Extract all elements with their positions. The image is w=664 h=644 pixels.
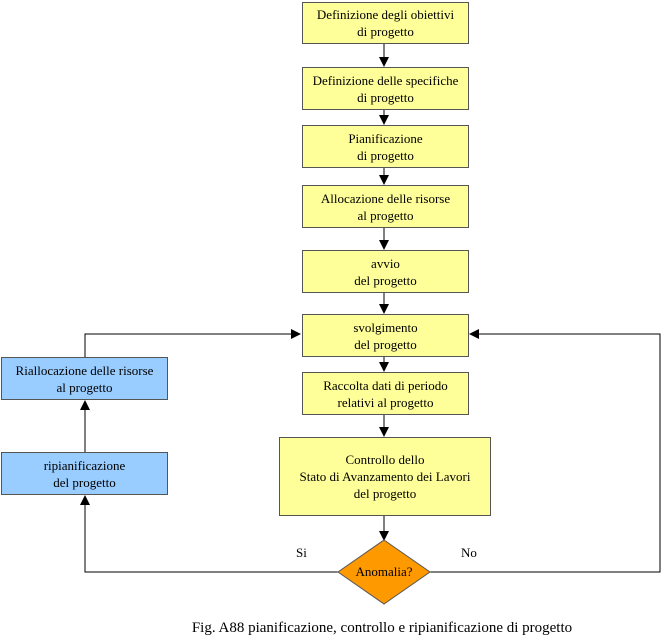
node-text-line: svolgimento: [353, 319, 418, 335]
node-text-line: Pianificazione: [348, 130, 423, 146]
node-text-line: Allocazione delle risorse: [320, 190, 451, 206]
node-text-line: di progetto: [357, 89, 414, 105]
arrow-decision-svolgimento: [430, 329, 661, 573]
figure-caption: Fig. A88 pianificazione, controllo e rip…: [191, 620, 573, 636]
node-text-line: Stato di Avanzamento dei Lavori: [299, 469, 471, 484]
node-text-line: del progetto: [353, 486, 417, 501]
node-text-line: Riallocazione delle risorse: [15, 362, 154, 378]
arrow-decision-ripianificazione: [80, 495, 338, 573]
node-text-line: ripianificazione: [43, 457, 126, 473]
node-text-line: al progetto: [56, 379, 113, 395]
edge-label-no: No: [461, 545, 477, 560]
node-text-line: al progetto: [357, 207, 414, 223]
node-text-line: del progetto: [354, 272, 417, 288]
node-text-line: relativi al progetto: [337, 394, 434, 410]
edge-label-yes: Si: [296, 545, 307, 560]
decision-diamond: [337, 539, 431, 605]
node-text-line: avvio: [371, 255, 400, 271]
node-text-line: Raccolta dati di periodo: [323, 377, 448, 393]
node-text-line: Definizione degli obiettivi: [316, 7, 455, 22]
decision-label: Anomalia?: [355, 564, 413, 579]
node-obiettivi: Definizione degli obiettivi di progetto: [302, 2, 469, 44]
arrow-riallocazione-svolgimento: [84, 329, 301, 357]
node-text-line: di progetto: [357, 24, 414, 39]
node-text-line: Controllo dello: [345, 452, 425, 467]
node-text-line: del progetto: [354, 336, 417, 352]
node-text-line: di progetto: [357, 147, 414, 163]
node-text-line: Definizione delle specifiche: [312, 72, 459, 88]
node-text-line: del progetto: [53, 474, 116, 490]
